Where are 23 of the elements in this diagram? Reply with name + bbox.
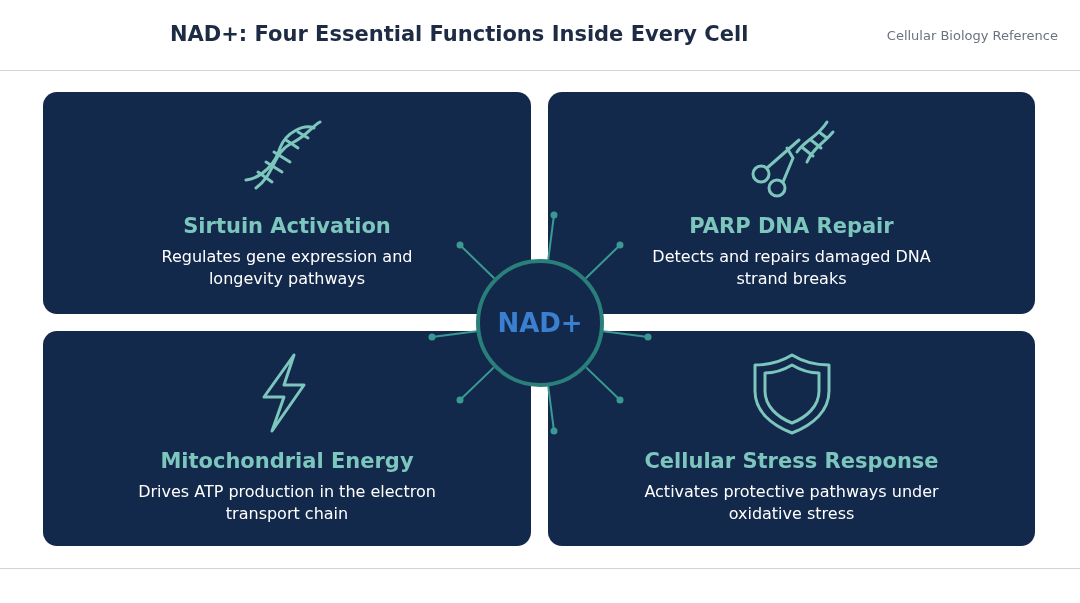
connector-line — [428, 330, 478, 341]
card-description: Detects and repairs damaged DNA strand breaks — [651, 246, 932, 290]
connector-line — [584, 241, 624, 280]
function-card — [548, 331, 1035, 546]
connector-line — [547, 385, 558, 435]
page-title: NAD+: Four Essential Functions Inside Every Cell — [170, 22, 749, 46]
card-description: Activates protective pathways under oxidative stress — [643, 481, 940, 525]
function-card — [43, 92, 531, 314]
connector-line — [547, 211, 558, 261]
connector-line — [602, 330, 652, 341]
card-title: PARP DNA Repair — [688, 214, 895, 238]
card-title: Mitochondrial Energy — [159, 449, 415, 473]
function-card — [548, 92, 1035, 314]
connector-line — [456, 366, 495, 404]
circle-label: NAD+ — [497, 308, 583, 338]
card-title: Cellular Stress Response — [643, 449, 940, 473]
card-description: Drives ATP production in the electron transport chain — [137, 481, 437, 525]
card-title: Sirtuin Activation — [182, 214, 392, 238]
connector-line — [456, 241, 496, 280]
subtitle-label: Cellular Biology Reference — [886, 28, 1058, 43]
connector-line — [585, 366, 624, 404]
function-card — [43, 331, 531, 546]
card-description: Regulates gene expression and longevity pathways — [160, 246, 414, 290]
